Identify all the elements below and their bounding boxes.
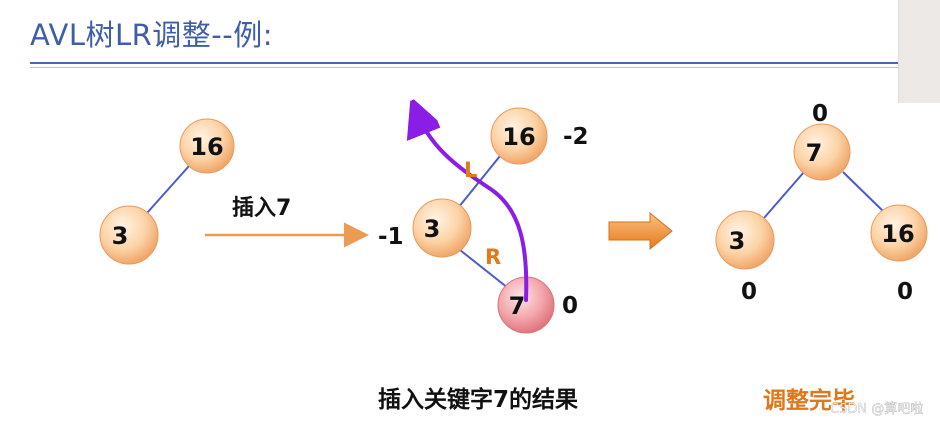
svg-text:3: 3 <box>729 227 746 255</box>
insert-label: 插入7 <box>232 196 291 221</box>
node-16-result: 16 <box>491 108 547 164</box>
node-16-balanced: 16 <box>871 205 927 261</box>
rotation-label-l: L <box>464 158 477 182</box>
caption-result: 插入关键字7的结果 <box>378 386 578 413</box>
watermark: CSDN @算吧啦 <box>830 402 923 417</box>
svg-text:16: 16 <box>502 123 535 151</box>
svg-text:7: 7 <box>806 139 823 167</box>
transform-arrow <box>609 213 672 249</box>
svg-text:7: 7 <box>509 292 526 320</box>
balance-3-balanced: 0 <box>741 279 757 305</box>
edge-7-16-balanced <box>843 172 884 212</box>
balance-16-balanced: 0 <box>897 279 913 305</box>
svg-text:16: 16 <box>190 133 223 161</box>
balance-7-balanced: 0 <box>812 101 828 127</box>
balance-3-result: -1 <box>378 224 404 250</box>
edge-7-3-balanced <box>764 172 804 218</box>
rotation-label-r: R <box>485 245 501 269</box>
balance-7-result: 0 <box>562 293 578 319</box>
svg-text:3: 3 <box>424 215 441 243</box>
balance-16-result: -2 <box>563 124 589 150</box>
node-7-balanced: 7 <box>794 124 850 180</box>
node-3-initial: 3 <box>100 206 158 264</box>
node-3-result: 3 <box>413 199 471 257</box>
node-16-initial: 16 <box>180 119 234 173</box>
edge-16-3-initial <box>147 166 189 213</box>
node-3-balanced: 3 <box>716 211 774 269</box>
svg-text:3: 3 <box>112 222 129 250</box>
svg-text:16: 16 <box>881 220 914 248</box>
